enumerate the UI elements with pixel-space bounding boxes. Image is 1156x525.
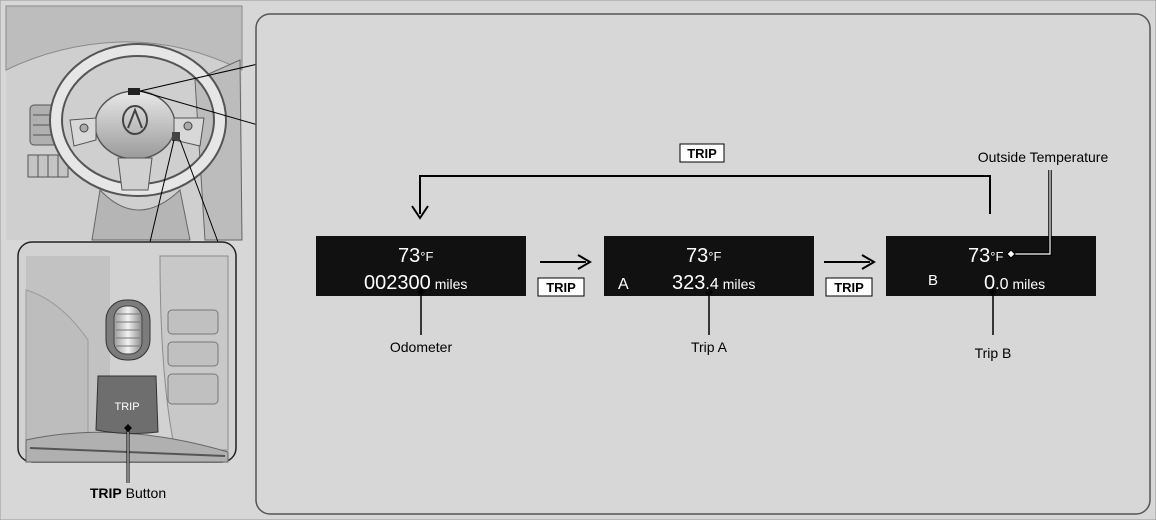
- trip-a-reading-int: 323: [672, 272, 705, 294]
- trip-a-unit: miles: [723, 276, 756, 292]
- trip-key-2: TRIP: [825, 277, 873, 297]
- trip-button-label: TRIP: [114, 401, 139, 413]
- svg-text:73°F: 73°F: [686, 245, 721, 267]
- trip-b-unit: miles: [1012, 276, 1045, 292]
- outside-temperature-label: Outside Temperature: [978, 149, 1109, 165]
- trip-b-reading-dec: .0: [995, 276, 1008, 293]
- loop-back-arrow: [419, 175, 991, 214]
- trip-b-caption: Trip B: [975, 345, 1012, 361]
- trip-key-2-label: TRIP: [834, 280, 864, 295]
- trip-b-prefix: B: [928, 272, 938, 289]
- trip-key-top: TRIP: [679, 143, 725, 163]
- trip-key-1: TRIP: [537, 277, 585, 297]
- trip-key-1-label: TRIP: [546, 280, 576, 295]
- trip-b-temperature: 73: [968, 245, 990, 267]
- svg-text:73°F: 73°F: [398, 245, 433, 267]
- trip-b-temp-unit: °F: [990, 249, 1003, 264]
- trip-a-caption: Trip A: [691, 339, 728, 355]
- steering-wheel-illustration: [5, 5, 243, 241]
- svg-text:73°F: 73°F: [968, 245, 1003, 267]
- callout-line-gauge: [139, 90, 259, 126]
- trip-button-caption-bold: TRIP: [90, 485, 122, 501]
- trip-key-top-label: TRIP: [687, 146, 717, 161]
- odometer-temperature: 73: [398, 245, 420, 267]
- trip-a-temperature: 73: [686, 245, 708, 267]
- odometer-caption: Odometer: [390, 339, 453, 355]
- trip-b-reading-int: 0: [984, 272, 995, 294]
- trip-a-temp-unit: °F: [708, 249, 721, 264]
- odometer-temp-unit: °F: [420, 249, 433, 264]
- odometer-unit: miles: [435, 276, 468, 292]
- trip-button-caption-rest: Button: [122, 485, 166, 501]
- callout-line-button-left: [149, 139, 175, 243]
- trip-button-caption: TRIP Button: [90, 485, 166, 501]
- odometer-reading: 002300: [364, 272, 431, 294]
- trip-a-prefix: A: [618, 276, 629, 293]
- callout-line-gauge-2: [139, 63, 259, 92]
- callout-line-button-right: [179, 139, 219, 243]
- trip-button-inset: [17, 241, 237, 463]
- trip-button-marker: [124, 424, 132, 432]
- trip-button[interactable]: TRIP: [95, 375, 159, 435]
